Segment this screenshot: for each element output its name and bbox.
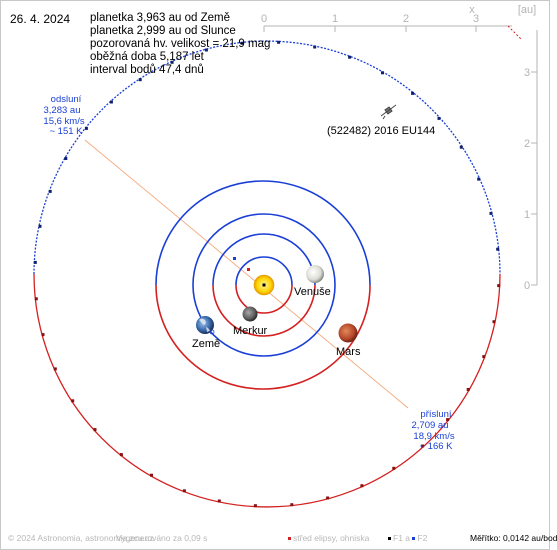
perihelion-label: přísluní 2,709 au 18,9 km/s ~ 166 K — [412, 409, 455, 452]
info-period: oběžná doba 5,187 let — [90, 51, 204, 63]
mars-label: Mars — [336, 346, 361, 358]
footer-legend-foci2-text: F2 — [417, 533, 428, 543]
earth-label: Země — [192, 338, 220, 350]
perihelion-distance: 2,709 au — [412, 420, 449, 431]
orbit-point — [71, 399, 75, 403]
orbit-point — [48, 189, 52, 193]
orbit-point — [138, 78, 142, 82]
mars-orbit — [155, 180, 371, 390]
orbit-point — [93, 428, 97, 432]
footer-legend-foci-text: F1 a — [393, 533, 411, 543]
y-tick-0: 0 — [524, 280, 530, 292]
orbit-point — [38, 224, 42, 228]
asteroid-name: (522482) 2016 EU144 — [327, 125, 435, 137]
orbit-point — [84, 126, 88, 130]
sun-icon — [253, 274, 275, 296]
info-magnitude: pozorovaná hv. velikost = 21,9 mag — [90, 38, 271, 50]
footer-scale: Měřítko: 0,0142 au/bod — [470, 533, 557, 543]
focus-f2-marker — [233, 257, 236, 260]
x-tick-0: 0 — [261, 13, 267, 25]
orbit-point — [109, 100, 113, 104]
orbit-point — [421, 444, 425, 448]
asteroid-marker-icon — [380, 104, 397, 120]
orbit-point — [150, 473, 153, 477]
earth-orbit — [192, 213, 336, 357]
orbit-point — [326, 496, 330, 500]
orbit-point — [411, 91, 415, 95]
mercury-planet-icon — [242, 306, 258, 322]
info-distance-earth: planetka 3,963 au od Země — [90, 12, 231, 24]
orbit-point — [217, 499, 221, 503]
y-tick-2: 2 — [524, 138, 530, 150]
x-tick-1: 1 — [332, 13, 338, 25]
asteroid-orbit — [33, 40, 501, 508]
footer-copyright[interactable]: © 2024 Astronomia, astronomia.zcu.cz — [8, 533, 154, 543]
date-label: 26. 4. 2024 — [10, 12, 71, 26]
y-tick-1: 1 — [524, 209, 530, 221]
info-interval: interval bodů 47,4 dnů — [90, 64, 204, 76]
x-tick-3: 3 — [473, 13, 479, 25]
perihelion-title: přísluní — [420, 409, 452, 420]
orbit-point — [466, 388, 470, 391]
orbit-point — [290, 503, 294, 507]
orbit-point — [313, 45, 317, 49]
y-axis — [531, 30, 538, 286]
venus-planet-icon — [306, 265, 324, 283]
orbit-point — [489, 211, 493, 215]
aphelion-speed: 15,6 km/s — [43, 116, 84, 127]
mercury-label: Merkur — [233, 325, 268, 337]
info-panel: planetka 3,963 au od Země planetka 2,999… — [90, 12, 270, 77]
orbit-point — [437, 116, 441, 120]
aphelion-label: odsluní 3,283 au 15,6 km/s ~ 151 K — [43, 94, 84, 137]
x-axis — [263, 25, 512, 32]
perihelion-speed: 18,9 km/s — [413, 431, 454, 442]
orbit-point — [33, 260, 37, 264]
venus-label: Venuše — [294, 286, 331, 298]
x-tick-2: 2 — [403, 13, 409, 25]
mercury-orbit — [235, 256, 293, 314]
orbit-point — [64, 157, 68, 160]
venus-orbit — [212, 233, 316, 337]
orbit-point — [477, 177, 481, 181]
orbit-point — [392, 466, 396, 470]
orbit-point — [381, 71, 384, 75]
orbit-point — [482, 355, 486, 359]
aphelion-distance: 3,283 au — [44, 105, 81, 116]
orbit-point — [496, 247, 500, 251]
orbit-point — [34, 297, 38, 301]
orbit-point — [182, 489, 186, 493]
orbit-point — [253, 504, 257, 508]
perihelion-temperature: ~ 166 K — [419, 441, 453, 452]
y-tick-3: 3 — [524, 67, 530, 79]
orbit-point — [459, 145, 463, 149]
ellipse-center-marker — [247, 268, 250, 271]
footer-legend-foci: F1 a F2 — [388, 533, 427, 543]
orbit-point — [492, 320, 496, 324]
info-distance-sun: planetka 2,999 au od Slunce — [90, 25, 236, 37]
corner-mark — [507, 25, 523, 41]
unit-label: [au] — [518, 4, 536, 16]
orbit-point — [497, 284, 501, 288]
orbit-point — [360, 484, 364, 488]
footer-legend-center: střed elipsy, ohniska — [288, 533, 369, 543]
earth-planet-icon — [196, 316, 215, 335]
x-axis-label: x — [469, 4, 475, 16]
footer-legend-center-text: střed elipsy, ohniska — [293, 533, 370, 543]
orbit-point — [240, 41, 244, 45]
orbit-point — [204, 48, 208, 52]
orbit-point — [53, 367, 57, 371]
orbit-point — [277, 40, 281, 44]
mars-planet-icon — [338, 323, 358, 343]
orbit-point — [446, 418, 450, 422]
aphelion-temperature: ~ 151 K — [49, 126, 83, 137]
aphelion-title: odsluní — [51, 94, 82, 105]
orbit-point — [170, 60, 174, 64]
asteroid-orbit-points — [33, 40, 501, 508]
orbit-point — [119, 453, 123, 457]
orbit-point — [41, 333, 45, 337]
orbit-point — [348, 55, 352, 59]
footer-generated: Vygenerováno za 0,09 s — [116, 533, 208, 543]
apsis-line — [84, 139, 409, 409]
